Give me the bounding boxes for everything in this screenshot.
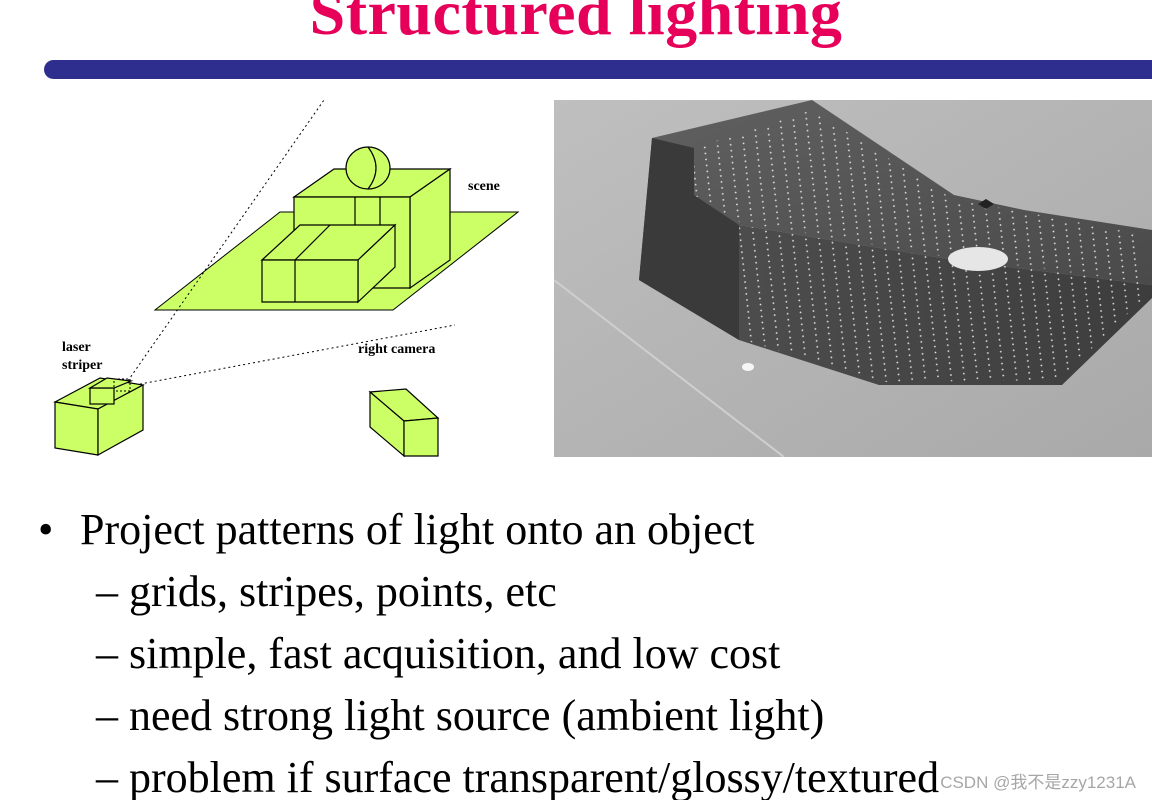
watermark: CSDN @我不是zzy1231A [940,773,1136,792]
structured-light-photo [554,100,1152,457]
sub-bullet-4: – problem if surface transparent/glossy/… [96,753,940,800]
lower-box-divider-top [294,224,331,261]
laser-emitter [89,387,115,405]
sub-bullet-3: – need strong light source (ambient ligh… [96,691,825,740]
marker [978,199,994,209]
laser-emitter-top [87,377,134,389]
light-stripes-front [739,225,1144,382]
label-right-camera: right camera [358,342,435,357]
bullet-main-text: Project patterns of light onto an object [80,505,755,554]
slide-title: Structured lighting [309,0,843,48]
laser-striper-front [54,401,99,456]
bullet-symbol: • [38,505,54,554]
light-disc [948,247,1008,271]
camera-front [403,417,439,457]
scene-sphere [345,146,391,190]
projection-line-2 [134,324,456,386]
light-stripes-top [694,110,1144,280]
laser-striper-side [97,384,144,457]
sub-bullet-2: – simple, fast acquisition, and low cost [96,629,781,678]
label-striper: striper [62,358,102,373]
laser-aperture [113,378,131,392]
label-scene: scene [468,179,500,194]
scene-sphere-meridian [367,146,377,190]
bullet-main: • Project patterns of light onto an objec… [38,502,755,558]
title-underline-bar [44,60,1152,79]
structured-light-diagram: scene laser striper right camera [53,99,520,458]
object-left-face [639,138,739,340]
laser-dot [742,363,754,371]
label-laser: laser [62,340,91,355]
sub-bullet-1: – grids, stripes, points, etc [96,567,557,616]
table-seam [554,279,785,457]
lower-box-front [261,259,359,303]
